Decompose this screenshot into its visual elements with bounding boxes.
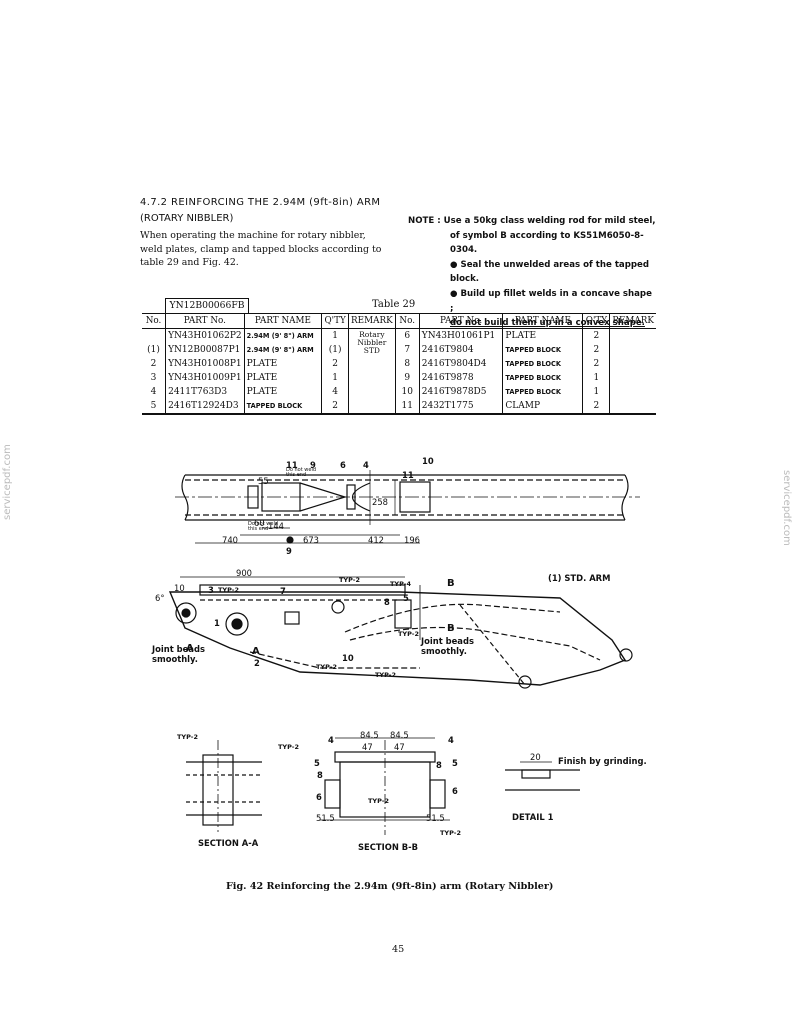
section-marker-b: B: [447, 623, 455, 634]
part-label: 4: [328, 735, 334, 745]
joint-beads-note: Joint beads smoothly.: [421, 636, 474, 656]
col-header: Q'TY: [582, 313, 610, 329]
col-header: PART NAME: [502, 313, 583, 329]
section-marker-a: A: [186, 643, 194, 654]
weld-symbol: TYP-2: [218, 586, 240, 594]
dimension: 51.5: [426, 813, 445, 823]
note-bullet: ● Build up fillet welds in a concave sha…: [450, 288, 652, 314]
part-label: 8: [384, 597, 390, 607]
part-label: 8: [317, 770, 323, 780]
weld-symbol: TYP-4: [390, 580, 412, 588]
dimension: 55: [258, 476, 269, 486]
weld-symbol: TYP-2: [368, 797, 390, 805]
part-label: 5: [452, 758, 458, 768]
table-row: 4 2411T763D3 PLATE 4 10 2416T9878D5 TAPP…: [142, 385, 656, 399]
table-title: Table 29: [372, 299, 416, 310]
part-label: 3: [208, 585, 214, 595]
weld-symbol: TYP-2: [316, 663, 338, 671]
joint-beads-note: Joint beads smoothly.: [152, 644, 205, 664]
dimension: 740: [222, 535, 238, 545]
dimension: 6°: [155, 593, 165, 603]
note-line-2: of symbol B according to KS51M6050-8-030…: [450, 230, 644, 256]
col-header: No.: [394, 313, 420, 329]
part-label: 11: [402, 470, 414, 480]
part-label: 7: [280, 586, 286, 596]
section-bb-title: SECTION B-B: [358, 842, 419, 852]
table-header-row: No. PART No. PART NAME Q'TY REMARK No. P…: [142, 313, 656, 329]
dimension: 47: [394, 742, 405, 752]
section-aa-title: SECTION A-A: [198, 838, 259, 848]
dimension: 84.5: [390, 730, 409, 740]
dimension: 258: [372, 497, 388, 507]
intro-paragraph: When operating the machine for rotary ni…: [140, 230, 382, 268]
note-line-1: Use a 50kg class welding rod for mild st…: [443, 216, 656, 226]
note-label: NOTE :: [408, 216, 441, 226]
table-row: YN43H01062P2 2.94M (9' 8") ARM 1 Rotary …: [142, 328, 656, 357]
part-label: 8: [436, 760, 442, 770]
dimension: 900: [236, 568, 252, 578]
col-header: No.: [142, 313, 166, 329]
figure-caption: Fig. 42 Reinforcing the 2.94m (9ft-8in) …: [226, 881, 554, 892]
section-marker-b: B: [447, 578, 455, 589]
part-label: 6: [340, 460, 346, 470]
part-label: 4: [448, 735, 454, 745]
section-marker-a: A: [252, 646, 260, 657]
page-number: 45: [392, 944, 405, 955]
col-header: PART No.: [418, 313, 503, 329]
side-view-arm: [168, 576, 633, 689]
std-arm-label: (1) STD. ARM: [548, 573, 611, 583]
dimension: 84.5: [360, 730, 379, 740]
remark-std: Rotary Nibbler STD: [348, 328, 396, 357]
weld-symbol: TYP-2: [440, 829, 462, 837]
part-label: 1: [214, 618, 220, 628]
part-label: 6: [316, 792, 322, 802]
top-view-arm: [175, 470, 640, 544]
col-header: REMARK: [609, 313, 656, 329]
part-label: 2: [254, 658, 260, 668]
part-label: 9: [286, 546, 292, 556]
dimension: 20: [530, 752, 541, 762]
dimension: 412: [368, 535, 384, 545]
dimension: 144: [268, 521, 284, 531]
weld-symbol: TYP-2: [375, 671, 397, 679]
finish-note: Finish by grinding.: [558, 756, 647, 766]
dimension: 51.5: [316, 813, 335, 823]
section-bb-drawing: [320, 737, 450, 835]
dimension: 673: [303, 535, 319, 545]
dimension: 196: [404, 535, 420, 545]
col-header: REMARK: [348, 313, 396, 329]
part-label: 6: [452, 786, 458, 796]
table-row: 5 2416T12924D3 TAPPED BLOCK 2 11 2432T17…: [142, 399, 656, 415]
weld-symbol: TYP-2: [177, 733, 199, 741]
part-label: 10: [342, 653, 354, 663]
part-label: 10: [422, 456, 434, 466]
weld-symbol: TYP-2: [278, 743, 300, 751]
col-header: Q'TY: [321, 313, 349, 329]
section-aa-drawing: [186, 740, 262, 832]
section-subtitle: (ROTARY NIBBLER): [140, 213, 234, 224]
dimension: 60: [254, 518, 265, 528]
weld-note: Do not weld this end: [248, 521, 279, 532]
dimension: 10: [174, 583, 185, 593]
part-label: 9: [310, 460, 316, 470]
detail-1-title: DETAIL 1: [512, 812, 554, 822]
table-row: (1) YN12B00087P1 2.94M (9' 8") ARM (1) 7…: [142, 343, 656, 357]
col-header: PART No.: [165, 313, 245, 329]
section-title: 4.7.2 REINFORCING THE 2.94M (9ft-8in) AR…: [140, 197, 381, 208]
dimension: 47: [362, 742, 373, 752]
weld-symbol: TYP-2: [339, 576, 361, 584]
col-header: PART NAME: [243, 313, 322, 329]
part-label: 5: [314, 758, 320, 768]
weld-symbol: TYP-2: [398, 630, 420, 638]
table-row: 3 YN43H01009P1 PLATE 1 9 2416T9878 TAPPE…: [142, 371, 656, 385]
weld-note: Do not weld this end: [286, 467, 317, 478]
note-bullet: ● Seal the unwelded areas of the tapped …: [450, 259, 650, 285]
part-label: 11: [286, 460, 298, 470]
parts-table: No. PART No. PART NAME Q'TY REMARK No. P…: [142, 313, 656, 415]
part-label: 5: [403, 593, 409, 603]
part-label: 4: [363, 460, 369, 470]
detail-1-drawing: [505, 761, 580, 791]
table-row: 2 YN43H01008P1 PLATE 2 8 2416T9804D4 TAP…: [142, 357, 656, 371]
